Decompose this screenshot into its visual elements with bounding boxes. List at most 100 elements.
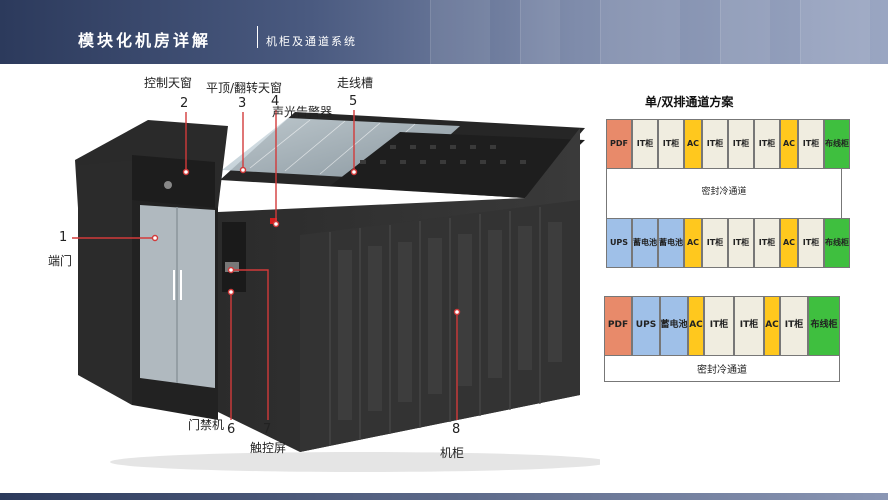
plan-cell-text: IT bbox=[706, 139, 716, 148]
callout-8-label: 机柜 bbox=[440, 446, 465, 460]
callout-2-number: 2 bbox=[180, 96, 189, 111]
plan-cell-text: 电 bbox=[669, 320, 679, 331]
plan-cell-text: 柜 bbox=[767, 139, 776, 148]
callout-7-label: 触控屏 bbox=[250, 441, 287, 455]
plan-cell-text: A bbox=[782, 139, 790, 148]
plan-cell-text: C bbox=[693, 238, 700, 247]
banner-decoration bbox=[720, 0, 770, 64]
plan-cell-text: 电 bbox=[667, 238, 675, 247]
plan-title: 单/双排通道方案 bbox=[645, 95, 734, 109]
plan-cell: 布线柜 bbox=[808, 296, 840, 356]
title-separator bbox=[257, 26, 258, 48]
plan-cell-text: 柜 bbox=[671, 139, 680, 148]
plan-cell-text: IT bbox=[732, 238, 742, 247]
plan-cell-text: 池 bbox=[649, 238, 657, 247]
plan-cell-text: C bbox=[772, 320, 779, 331]
plan-cell: UPS bbox=[606, 218, 632, 268]
plan-cell-text: 柜 bbox=[715, 139, 724, 148]
plan-cell: UPS bbox=[632, 296, 660, 356]
modular-datacenter-illustration bbox=[72, 110, 600, 472]
plan-cell-text: IT bbox=[636, 139, 646, 148]
page-subtitle: 机柜及通道系统 bbox=[266, 35, 357, 48]
callout-4-number: 4 bbox=[271, 94, 280, 109]
callout-3-number: 3 bbox=[238, 96, 247, 111]
plan-cell-text: A bbox=[686, 139, 694, 148]
plan-cell: 布线柜 bbox=[824, 119, 850, 169]
callout-1-number: 1 bbox=[59, 230, 68, 245]
plan-cell-text: IT bbox=[662, 139, 672, 148]
plan-cell-text: 柜 bbox=[741, 139, 750, 148]
banner-decoration bbox=[800, 0, 870, 64]
plan-cell-text: C bbox=[696, 320, 703, 331]
plan-cell-text: 蓄 bbox=[660, 320, 670, 331]
callout-3-label: 平顶/翻转天窗 bbox=[206, 81, 283, 95]
plan-cell-text: 柜 bbox=[715, 238, 724, 247]
plan-cell: 蓄电池 bbox=[632, 218, 658, 268]
callout-4-label: 声光告警器 bbox=[272, 105, 333, 119]
plan-cell-text: UPS bbox=[609, 238, 629, 247]
plan-cell-text: A bbox=[782, 238, 790, 247]
plan-cell: 蓄电池 bbox=[660, 296, 688, 356]
header-banner: 模块化机房详解 机柜及通道系统 bbox=[0, 0, 888, 64]
plan-cell-text: A bbox=[689, 320, 697, 331]
plan-cell: PDF bbox=[606, 119, 632, 169]
plan-cell-text: UPS bbox=[635, 320, 657, 331]
plan-cell-text: 柜 bbox=[767, 238, 776, 247]
plan-cell: PDF bbox=[604, 296, 632, 356]
plan-cell-text: C bbox=[789, 139, 796, 148]
banner-decoration bbox=[430, 0, 490, 64]
plan-cell-text: IT bbox=[758, 139, 768, 148]
plan-cell-text: 布 bbox=[825, 139, 833, 148]
plan-cell-text: IT bbox=[802, 238, 812, 247]
plan-cell-text: IT bbox=[706, 238, 716, 247]
callout-7-number: 7 bbox=[263, 422, 272, 437]
plan-cell-text: 柜 bbox=[794, 320, 804, 331]
cold-aisle-label: 密封冷通道 bbox=[604, 356, 840, 382]
footer-bar bbox=[0, 493, 888, 500]
plan-cell-text: A bbox=[765, 320, 773, 331]
callout-6-label: 门禁机 bbox=[188, 418, 225, 432]
plan-cell-text: 柜 bbox=[841, 139, 849, 148]
plan-cell-text: 线 bbox=[833, 238, 841, 247]
callout-5-label: 走线槽 bbox=[337, 76, 374, 90]
plan-cell-text: 柜 bbox=[645, 139, 654, 148]
plan-cell-text: C bbox=[789, 238, 796, 247]
callout-1-label: 端门 bbox=[48, 254, 73, 268]
plan-cell: 布线柜 bbox=[824, 218, 850, 268]
plan-cell-text: 池 bbox=[678, 320, 688, 331]
plan-cell-text: 蓄 bbox=[659, 238, 667, 247]
plan-cell-text: 布 bbox=[825, 238, 833, 247]
plan-cell-text: IT bbox=[802, 139, 812, 148]
plan-cell-text: 柜 bbox=[811, 139, 820, 148]
callout-2-label: 控制天窗 bbox=[144, 76, 193, 90]
plan-cell-text: IT bbox=[732, 139, 742, 148]
plan-cell: 蓄电池 bbox=[658, 218, 684, 268]
plan-cell-text: IT bbox=[709, 320, 720, 331]
plan-cell-text: 电 bbox=[641, 238, 649, 247]
plan-cell-text: 柜 bbox=[719, 320, 729, 331]
plan-cell-text: 柜 bbox=[811, 238, 820, 247]
plan-cell-text: 蓄 bbox=[633, 238, 641, 247]
plan-cell-text: IT bbox=[784, 320, 795, 331]
plan-cell-text: 柜 bbox=[841, 238, 849, 247]
callout-8-number: 8 bbox=[452, 422, 461, 437]
banner-decoration bbox=[600, 0, 680, 64]
plan-cell-text: A bbox=[686, 238, 694, 247]
plan-cell-text: 池 bbox=[675, 238, 683, 247]
